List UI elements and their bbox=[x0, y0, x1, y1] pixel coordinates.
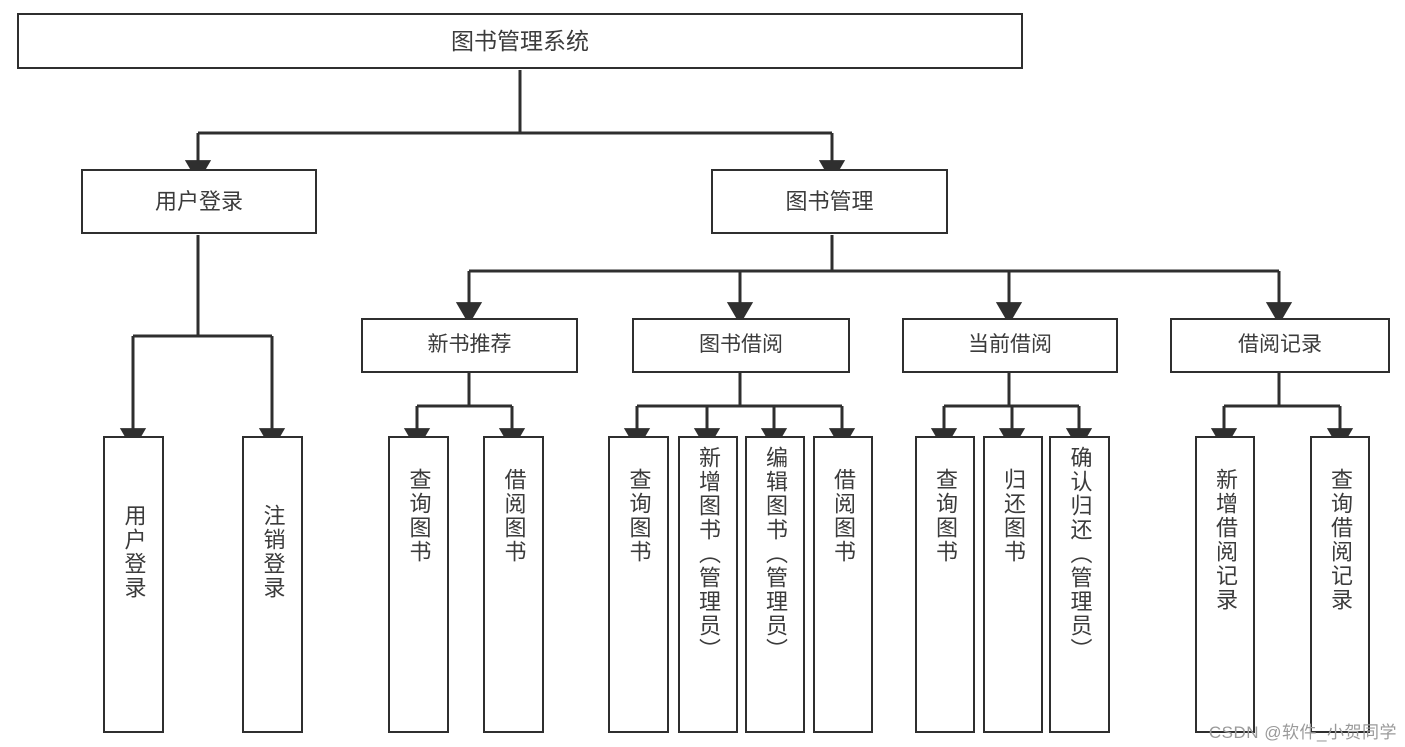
node-label: 图书管理系统 bbox=[451, 27, 589, 54]
node-label: 归还图书 bbox=[1001, 468, 1026, 564]
node-book-manage[interactable]: 图书管理 bbox=[711, 169, 948, 234]
node-label: 查询图书 bbox=[406, 468, 432, 564]
leaf-edit-book-admin[interactable]: 编辑图书（管理员） bbox=[745, 436, 805, 733]
node-label: 借阅记录 bbox=[1238, 333, 1322, 357]
node-current-borrow[interactable]: 当前借阅 bbox=[902, 318, 1118, 373]
leaf-user-login[interactable]: 用户登录 bbox=[103, 436, 164, 733]
leaf-add-book-admin[interactable]: 新增图书（管理员） bbox=[678, 436, 738, 733]
node-user-login[interactable]: 用户登录 bbox=[81, 169, 317, 234]
node-root-system[interactable]: 图书管理系统 bbox=[17, 13, 1023, 69]
node-new-book-rec[interactable]: 新书推荐 bbox=[361, 318, 578, 373]
leaf-query-book-borrow[interactable]: 查询图书 bbox=[608, 436, 669, 733]
node-label: 用户登录 bbox=[154, 188, 243, 214]
node-label: 用户登录 bbox=[121, 504, 147, 600]
node-borrow-record[interactable]: 借阅记录 bbox=[1170, 318, 1390, 373]
node-label: 查询图书 bbox=[933, 468, 958, 564]
leaf-query-book-current[interactable]: 查询图书 bbox=[915, 436, 975, 733]
node-label: 图书借阅 bbox=[699, 333, 783, 357]
watermark-text: CSDN @软件_小贺同学 bbox=[1208, 723, 1397, 742]
node-label: 借阅图书 bbox=[501, 468, 527, 564]
node-label: 注销登录 bbox=[260, 504, 286, 600]
leaf-borrow-book-new-rec[interactable]: 借阅图书 bbox=[483, 436, 544, 733]
leaf-borrow-book-borrow[interactable]: 借阅图书 bbox=[813, 436, 873, 733]
node-label: 借阅图书 bbox=[831, 468, 856, 564]
node-label: 编辑图书（管理员） bbox=[763, 446, 788, 662]
leaf-add-borrow-record[interactable]: 新增借阅记录 bbox=[1195, 436, 1255, 733]
node-label: 查询借阅记录 bbox=[1328, 468, 1353, 612]
node-book-borrow[interactable]: 图书借阅 bbox=[632, 318, 850, 373]
node-label: 图书管理 bbox=[785, 188, 874, 214]
leaf-query-borrow-record[interactable]: 查询借阅记录 bbox=[1310, 436, 1370, 733]
node-label: 新书推荐 bbox=[427, 333, 512, 357]
node-label: 确认归还（管理员） bbox=[1067, 446, 1093, 662]
leaf-user-logout[interactable]: 注销登录 bbox=[242, 436, 303, 733]
leaf-query-book-new-rec[interactable]: 查询图书 bbox=[388, 436, 449, 733]
node-label: 查询图书 bbox=[626, 468, 652, 564]
node-label: 新增图书（管理员） bbox=[696, 446, 721, 662]
node-label: 新增借阅记录 bbox=[1213, 468, 1238, 612]
node-label: 当前借阅 bbox=[968, 333, 1052, 357]
leaf-confirm-return-admin[interactable]: 确认归还（管理员） bbox=[1049, 436, 1110, 733]
leaf-return-book[interactable]: 归还图书 bbox=[983, 436, 1043, 733]
